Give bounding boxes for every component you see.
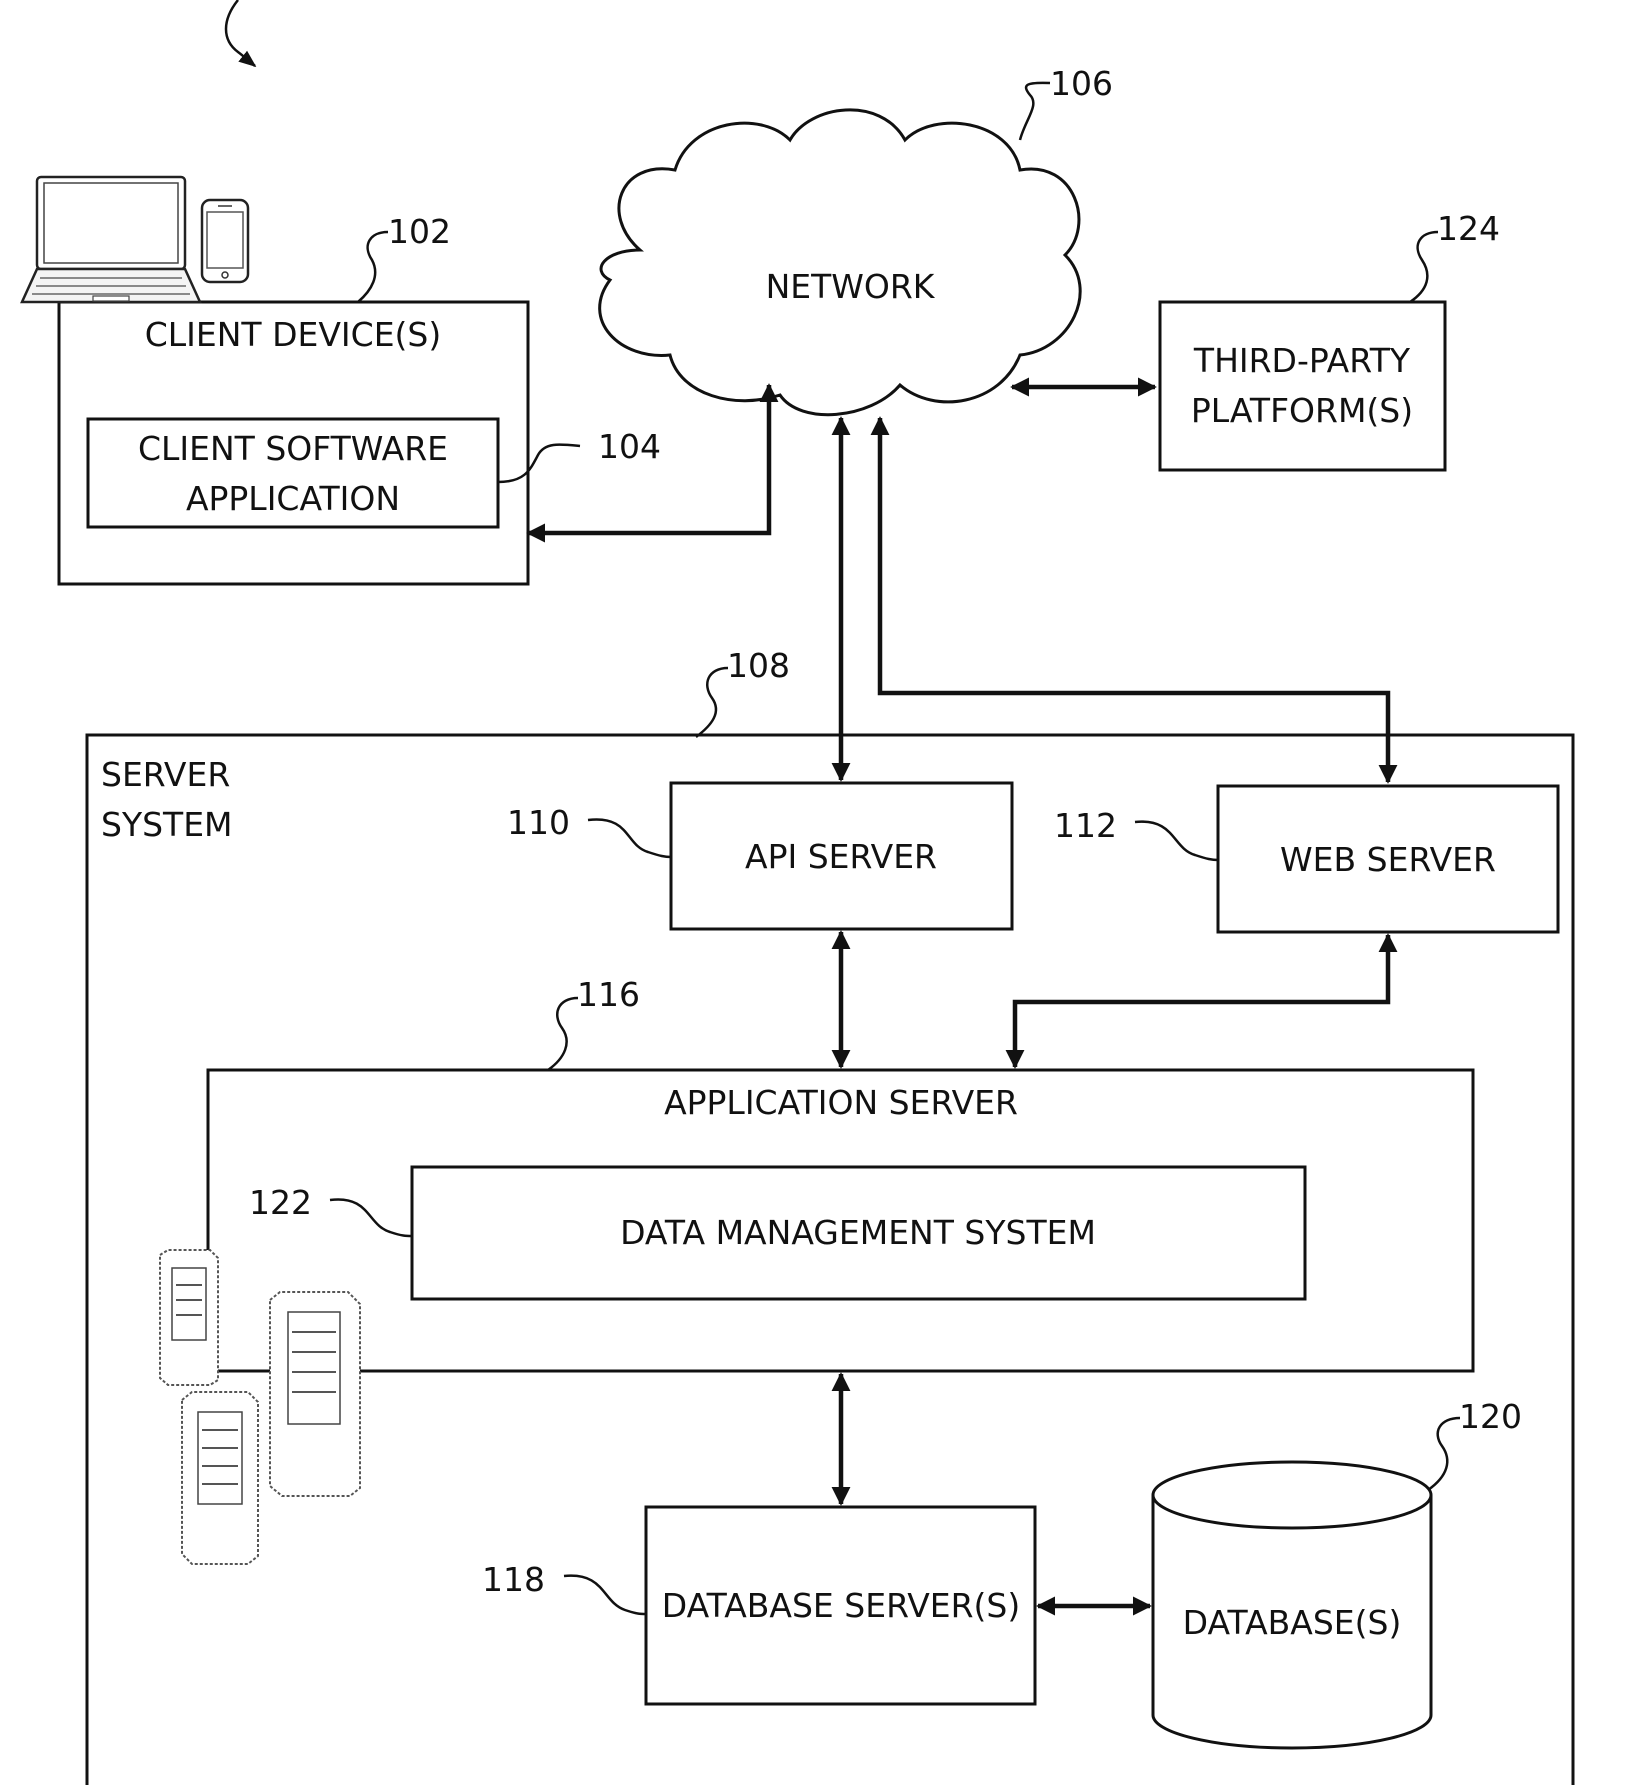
client-devices-leader-line: [358, 232, 388, 302]
server-system-label-line1: SERVER: [101, 755, 230, 794]
web-server-label: WEB SERVER: [1280, 840, 1496, 879]
figure-pointer-arrow: [226, 0, 255, 66]
network-cloud: NETWORK: [600, 110, 1080, 415]
network-label: NETWORK: [766, 267, 936, 306]
client-software-label-line1: CLIENT SOFTWARE: [138, 429, 448, 468]
server-system-ref: 108: [727, 646, 790, 685]
network-web-connector: [880, 418, 1388, 782]
server-system-label-line2: SYSTEM: [101, 805, 233, 844]
application-server-label: APPLICATION SERVER: [664, 1083, 1018, 1122]
client-software-label-line2: APPLICATION: [186, 479, 400, 518]
network-leader-line: [1020, 83, 1050, 140]
client-devices-label: CLIENT DEVICE(S): [145, 315, 442, 354]
database-servers-label: DATABASE SERVER(S): [662, 1586, 1021, 1625]
api-server-ref: 110: [507, 803, 570, 842]
client-software-ref: 104: [598, 427, 661, 466]
web-server-ref: 112: [1054, 806, 1117, 845]
third-party-leader-line: [1410, 232, 1438, 302]
client-devices-ref: 102: [388, 212, 451, 251]
application-server-ref: 116: [577, 975, 640, 1014]
third-party-label-line1: THIRD-PARTY: [1193, 341, 1411, 380]
databases-label: DATABASE(S): [1183, 1603, 1402, 1642]
api-server-label: API SERVER: [745, 837, 937, 876]
server-system-leader-line: [696, 668, 728, 737]
databases-ref: 120: [1459, 1397, 1522, 1436]
server-tower-icon: [160, 1250, 218, 1385]
database-servers-ref: 118: [482, 1560, 545, 1599]
third-party-ref: 124: [1437, 209, 1500, 248]
data-management-label: DATA MANAGEMENT SYSTEM: [620, 1213, 1096, 1252]
network-ref: 106: [1050, 64, 1113, 103]
server-tower-icon: [182, 1392, 258, 1564]
database-cylinder: DATABASE(S): [1153, 1462, 1431, 1748]
data-management-ref: 122: [249, 1183, 312, 1222]
smartphone-icon: [202, 200, 248, 282]
laptop-icon: [22, 177, 200, 302]
third-party-platform-box: [1160, 302, 1445, 470]
server-tower-icon: [270, 1292, 360, 1496]
third-party-label-line2: PLATFORM(S): [1191, 391, 1413, 430]
